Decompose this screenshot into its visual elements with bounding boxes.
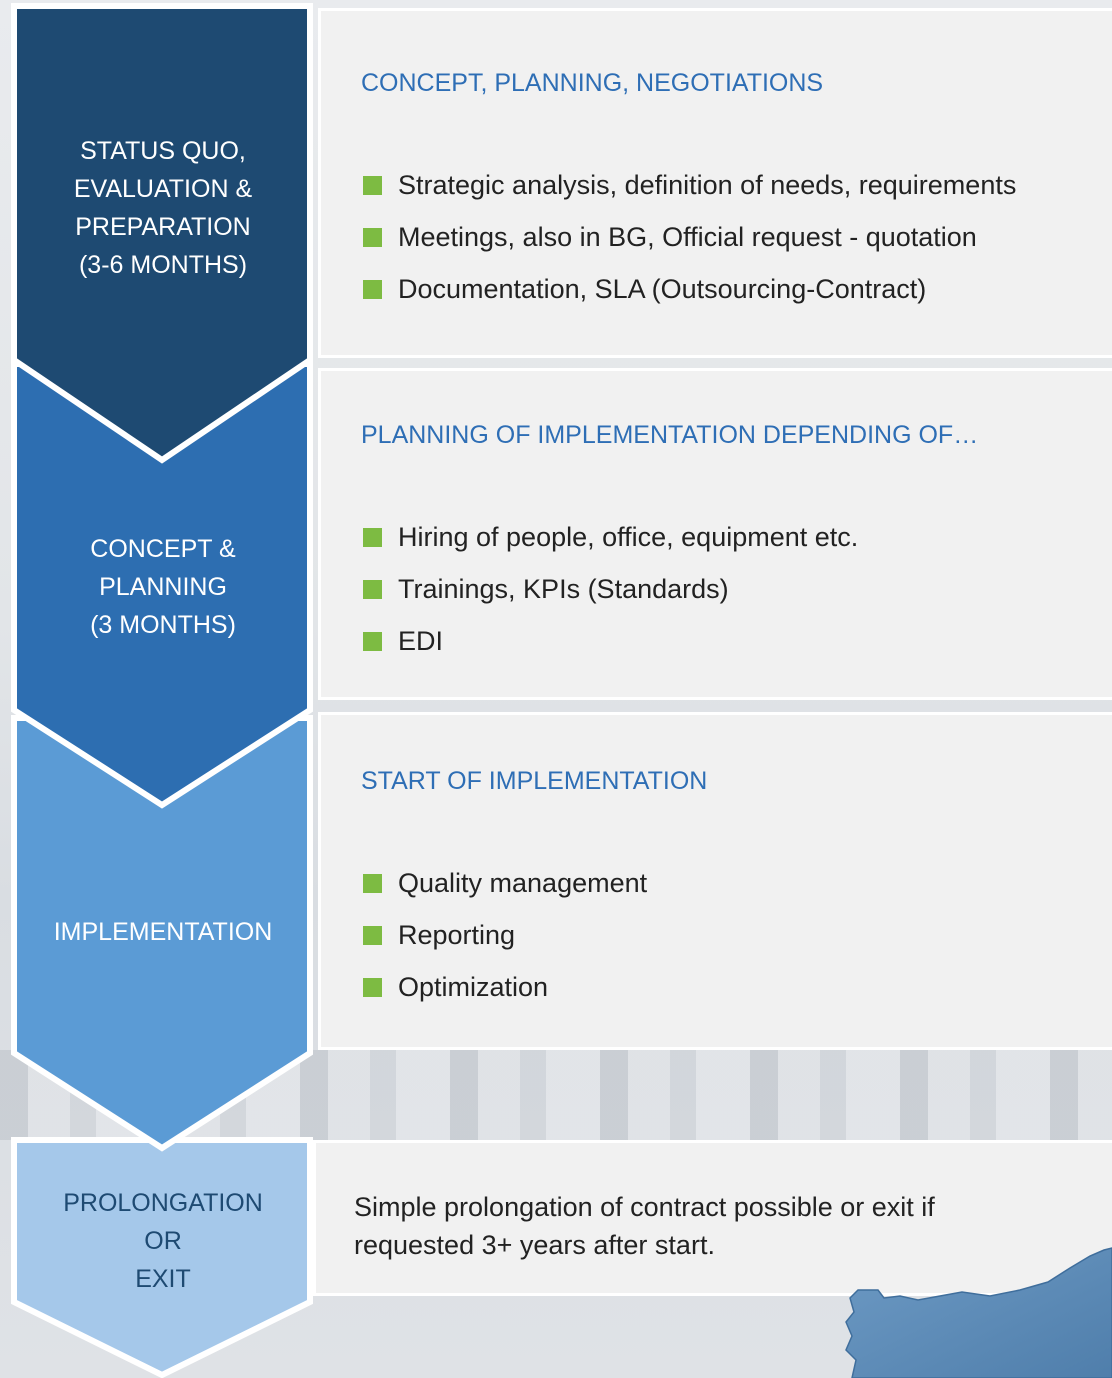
panel-description: Simple prolongation of contract possible… [354, 1192, 935, 1260]
list-item: Quality management [363, 857, 647, 909]
stage-label-status-quo: STATUS QUO, EVALUATION & PREPARATION (3-… [73, 137, 253, 279]
list-item: Trainings, KPIs (Standards) [363, 563, 858, 615]
panel-heading: CONCEPT, PLANNING, NEGOTIATIONS [361, 69, 824, 97]
panel-start-implementation: START OF IMPLEMENTATION Quality manageme… [318, 712, 1112, 1050]
list-item: EDI [363, 615, 858, 667]
stage-arrow-status-quo [11, 3, 313, 464]
bullet-square-icon [363, 977, 382, 997]
list-item: Hiring of people, office, equipment etc. [363, 511, 858, 563]
bullet-square-icon [363, 527, 382, 547]
stage-label-concept: CONCEPT & PLANNING (3 MONTHS) [90, 535, 236, 639]
list-item: Reporting [363, 909, 647, 961]
bullet-square-icon [363, 579, 382, 599]
list-item: Documentation, SLA (Outsourcing-Contract… [363, 263, 1016, 315]
list-item: Optimization [363, 961, 647, 1013]
list-item: Meetings, also in BG, Official request -… [363, 211, 1016, 263]
bullet-list: Hiring of people, office, equipment etc.… [363, 511, 858, 667]
stage-arrow-prolongation [11, 1137, 313, 1378]
bullet-square-icon [363, 925, 382, 945]
panel-heading: PLANNING OF IMPLEMENTATION DEPENDING OF… [361, 421, 979, 449]
stage-label-implementation: IMPLEMENTATION [53, 918, 273, 946]
panel-prolongation: Simple prolongation of contract possible… [313, 1140, 1112, 1296]
bullet-list: Quality management Reporting Optimizatio… [363, 857, 647, 1013]
bullet-square-icon [363, 227, 382, 247]
stage-label-prolongation: PROLONGATION OR EXIT [63, 1189, 263, 1293]
bullet-list: Strategic analysis, definition of needs,… [363, 159, 1016, 315]
panel-implementation-planning: PLANNING OF IMPLEMENTATION DEPENDING OF…… [318, 368, 1112, 700]
bullet-square-icon [363, 631, 382, 651]
list-item: Strategic analysis, definition of needs,… [363, 159, 1016, 211]
panel-negotiations: CONCEPT, PLANNING, NEGOTIATIONS Strategi… [318, 8, 1112, 358]
panel-heading: START OF IMPLEMENTATION [361, 767, 708, 795]
bullet-square-icon [363, 279, 382, 299]
bullet-square-icon [363, 873, 382, 893]
bullet-square-icon [363, 175, 382, 195]
